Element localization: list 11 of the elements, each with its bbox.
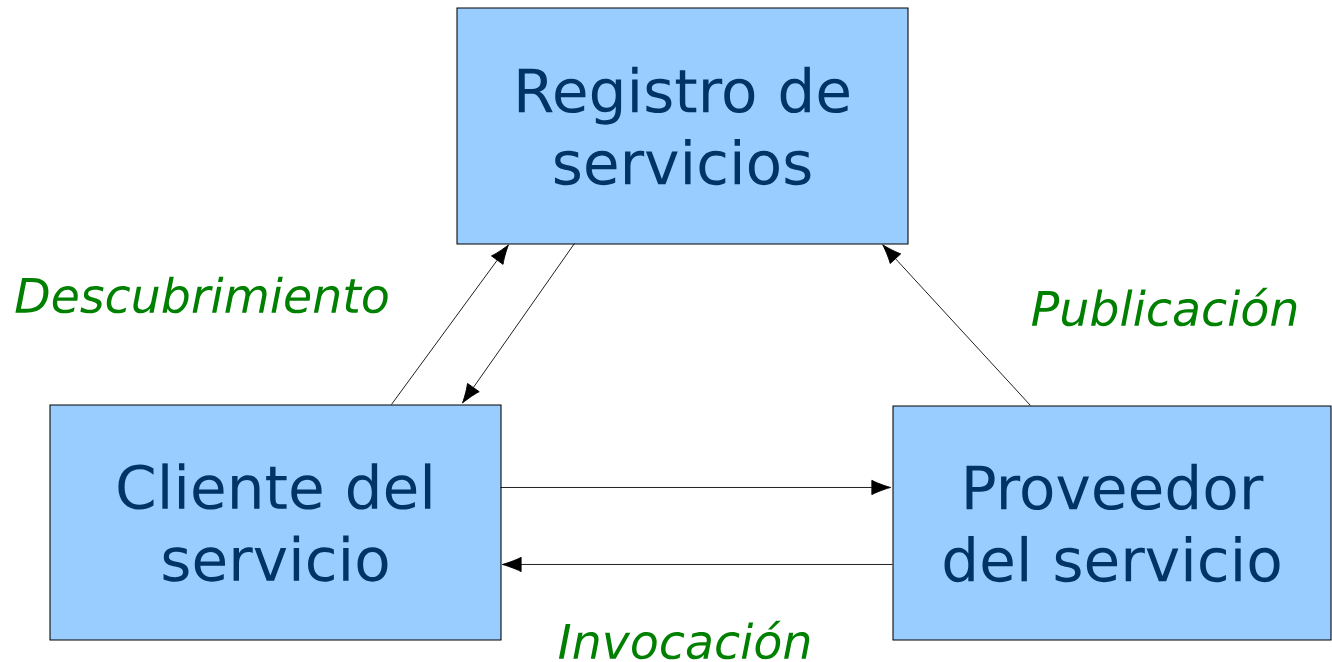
edge-label: Publicación [1028,285,1302,329]
edge-label: Invocación [555,618,815,662]
arrow [391,244,509,405]
edge-label: Descubrimiento [12,274,392,316]
arrow [462,243,575,404]
arrow [501,556,893,573]
process-box: Registro de servicios [456,7,909,245]
process-box: Cliente del servicio [49,404,502,641]
arrow [882,244,1031,406]
process-box: Proveedor del servicio [892,405,1332,641]
arrow [500,479,892,496]
